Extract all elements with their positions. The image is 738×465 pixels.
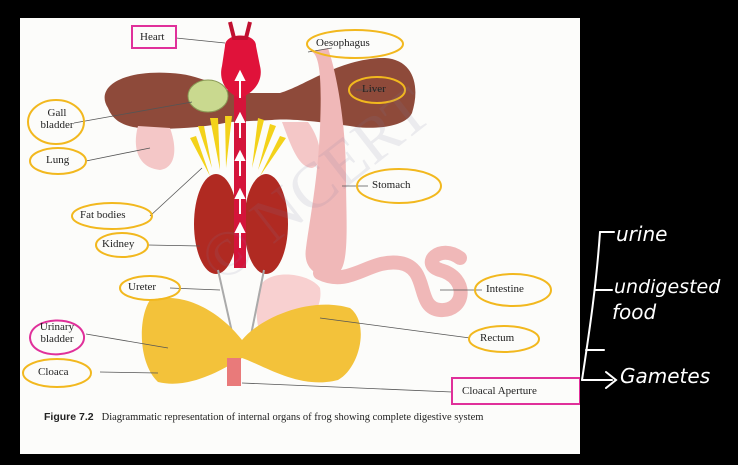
- kidney-left-shape: [194, 174, 238, 274]
- stomach-shape: [305, 48, 347, 276]
- note-food: food: [612, 300, 657, 324]
- label-stomach: Stomach: [372, 179, 411, 191]
- lung-left-shape: [135, 126, 175, 170]
- label-urinary-bladder: Urinary bladder: [39, 321, 75, 346]
- note-urine: urine: [616, 222, 668, 246]
- kidney-right-shape: [244, 174, 288, 274]
- label-heart: Heart: [140, 31, 165, 43]
- diagram-panel: © NCERT Heart Oesophagus Liver Gall blad…: [20, 18, 580, 454]
- lung-right-shape: [282, 122, 321, 168]
- label-lung: Lung: [46, 154, 70, 166]
- cloacal-aperture-tube: [227, 358, 241, 386]
- caption-figure-number: Figure 7.2: [44, 411, 94, 423]
- note-gametes: Gametes: [620, 364, 711, 388]
- heart-shape: [221, 35, 261, 98]
- label-gall-bladder: Gall bladder: [40, 107, 74, 132]
- label-rectum: Rectum: [480, 332, 515, 344]
- label-cloacal-aperture: Cloacal Aperture: [462, 385, 537, 397]
- caption-text: Diagrammatic representation of internal …: [101, 412, 484, 423]
- label-intestine: Intestine: [486, 283, 524, 295]
- note-undigested: undigested: [614, 276, 721, 298]
- figure-caption: Figure 7.2 Diagrammatic representation of…: [44, 411, 564, 425]
- frog-organs-illustration: [22, 21, 580, 405]
- intestine-shape: [313, 245, 468, 317]
- label-cloaca: Cloaca: [38, 366, 69, 378]
- label-oesophagus: Oesophagus: [316, 37, 370, 49]
- label-ureter: Ureter: [128, 281, 157, 293]
- label-kidney: Kidney: [102, 238, 135, 250]
- label-fat-bodies: Fat bodies: [80, 209, 126, 221]
- label-liver: Liver: [362, 83, 386, 95]
- fat-bodies-shape: [190, 116, 286, 176]
- cloaca-shape: [141, 297, 361, 384]
- gall-bladder-shape: [187, 79, 229, 113]
